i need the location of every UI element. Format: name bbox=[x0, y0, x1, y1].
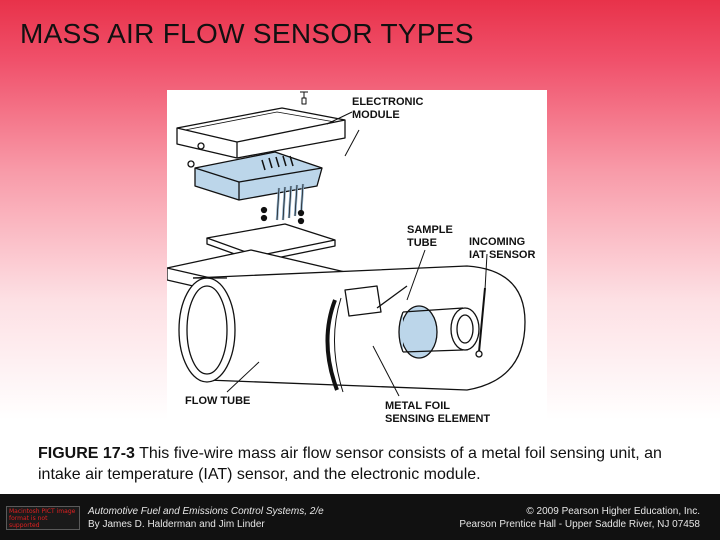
publisher-text: Pearson Prentice Hall - Upper Saddle Riv… bbox=[459, 519, 700, 530]
book-title: Automotive Fuel and Emissions Control Sy… bbox=[88, 506, 324, 517]
footer-bar bbox=[0, 494, 720, 540]
copyright-text: © 2009 Pearson Higher Education, Inc. bbox=[526, 506, 700, 517]
footer-book-info: Automotive Fuel and Emissions Control Sy… bbox=[88, 505, 324, 531]
book-authors: By James D. Halderman and Jim Linder bbox=[88, 519, 265, 530]
label-metal-foil-sensing-element: METAL FOIL SENSING ELEMENT bbox=[385, 400, 491, 425]
figure-caption: FIGURE 17-3 This five-wire mass air flow… bbox=[38, 443, 688, 485]
label-incoming-iat-sensor: INCOMING IAT SENSOR bbox=[469, 236, 536, 261]
sensor-illustration bbox=[167, 91, 526, 397]
label-sample-tube: SAMPLE TUBE bbox=[407, 224, 453, 249]
label-flow-tube: FLOW TUBE bbox=[185, 395, 251, 407]
caption-text: This five-wire mass air flow sensor cons… bbox=[38, 445, 662, 483]
publisher-logo-placeholder: Macintosh PICT image format is not suppo… bbox=[6, 506, 80, 530]
figure-number: FIGURE 17-3 bbox=[38, 445, 135, 462]
footer-copyright: © 2009 Pearson Higher Education, Inc. Pe… bbox=[459, 505, 700, 531]
slide-title: MASS AIR FLOW SENSOR TYPES bbox=[20, 18, 474, 49]
label-electronic-module: ELECTRONIC MODULE bbox=[352, 96, 424, 121]
mass-air-flow-sensor-diagram: ELECTRONIC MODULE SAMPLE TUBE INCOMING I… bbox=[167, 90, 547, 428]
module-cover bbox=[176, 107, 346, 159]
